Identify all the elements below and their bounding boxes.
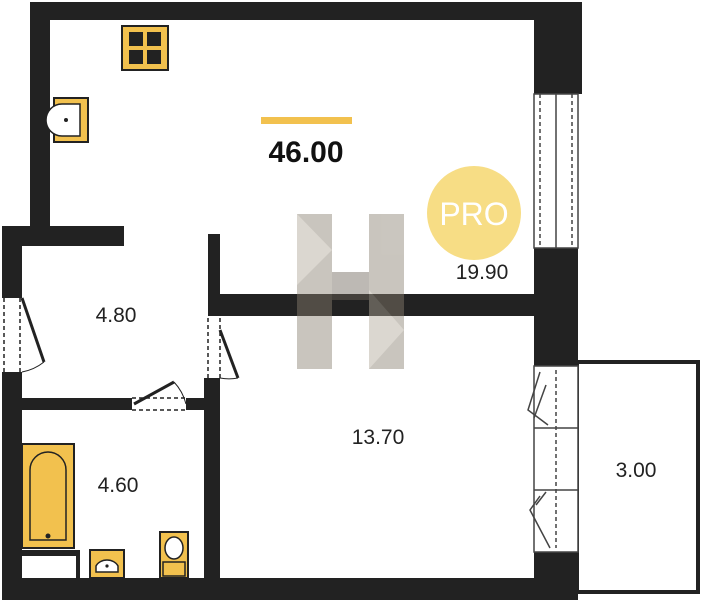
bathroom-sink-icon <box>89 549 125 579</box>
total-area: 46.00 <box>268 136 343 169</box>
hallway-area: 4.80 <box>96 304 137 327</box>
stove-icon <box>121 25 169 71</box>
bedroom-door <box>207 318 240 380</box>
total-area-accent-bar <box>261 117 352 124</box>
sink-icon <box>45 97 89 143</box>
bathtub-icon <box>21 443 75 549</box>
toilet-icon <box>159 531 189 579</box>
entrance-door <box>3 297 46 373</box>
bathroom-door <box>132 380 187 411</box>
walls <box>2 2 582 600</box>
pro-badge: PRO <box>427 166 521 260</box>
bedroom-area: 13.70 <box>352 426 405 449</box>
bathroom-area: 4.60 <box>98 474 139 497</box>
balcony-area: 3.00 <box>616 459 657 482</box>
living-room-area: 19.90 <box>456 261 509 284</box>
window-living <box>533 93 579 249</box>
balcony-door <box>527 365 579 553</box>
pro-badge-label: PRO <box>439 196 508 232</box>
watermark-logo <box>297 214 404 369</box>
